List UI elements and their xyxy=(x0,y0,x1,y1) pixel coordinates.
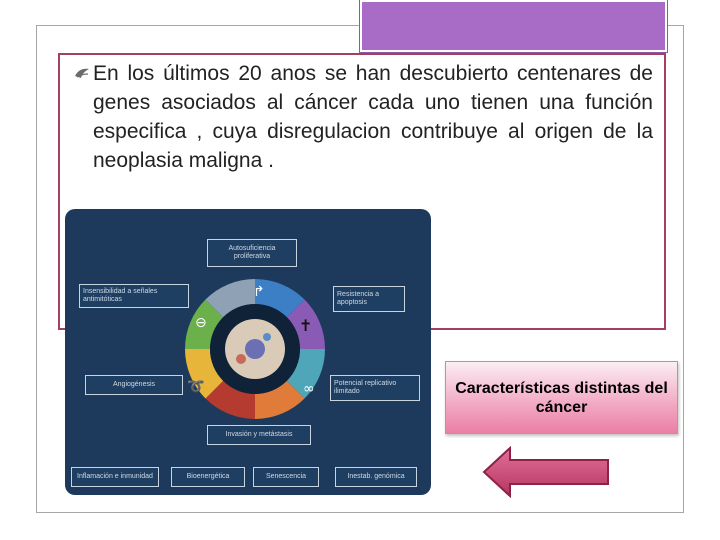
label-inflamacion: Inflamación e inmunidad xyxy=(71,467,159,487)
bullet-paragraph: En los últimos 20 anos se han descubiert… xyxy=(93,59,653,175)
left-arrow-icon[interactable] xyxy=(482,446,612,498)
svg-text:∞: ∞ xyxy=(303,381,315,397)
label-bioenergetica: Bioenergética xyxy=(171,467,245,487)
hallmarks-diagram: ↱ ⊖ ✝ ∞ ➰ Autosuficiencia proliferativa … xyxy=(65,209,431,495)
svg-text:↱: ↱ xyxy=(253,284,265,300)
label-resistencia: Resistencia a apoptosis xyxy=(333,286,405,312)
svg-text:✝: ✝ xyxy=(299,316,312,335)
label-angiogenesis: Angiogénesis xyxy=(85,375,183,395)
svg-text:⊖: ⊖ xyxy=(195,315,207,331)
svg-text:➰: ➰ xyxy=(187,379,204,395)
label-potencial: Potencial replicativo ilimitado xyxy=(330,375,420,401)
label-inestab: Inestab. genómica xyxy=(335,467,417,487)
label-invasion: Invasión y metástasis xyxy=(207,425,311,445)
label-insensibilidad: Insensibilidad a señales antimitóticas xyxy=(79,284,189,308)
caption-box: Características distintas del cáncer xyxy=(445,361,678,434)
label-senescencia: Senescencia xyxy=(253,467,319,487)
title-tab xyxy=(360,0,667,52)
label-autosuficiencia: Autosuficiencia proliferativa xyxy=(207,239,297,267)
bullet-leaf-icon xyxy=(73,64,91,82)
